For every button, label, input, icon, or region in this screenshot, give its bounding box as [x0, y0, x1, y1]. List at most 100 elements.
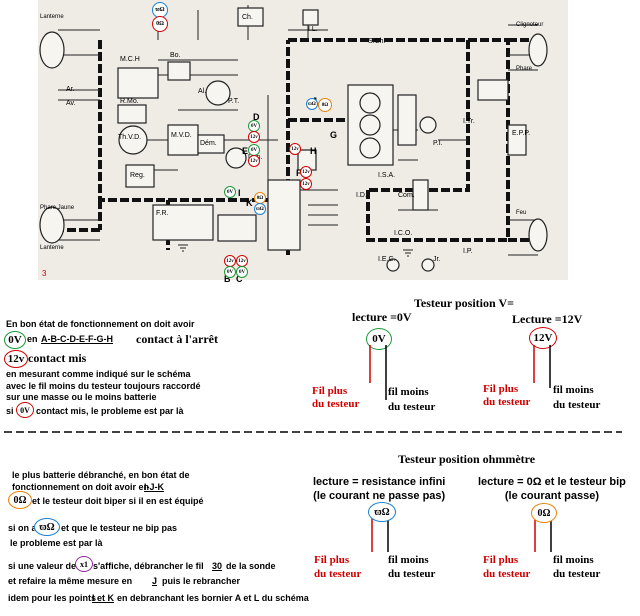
svg-text:3: 3: [42, 269, 47, 278]
component-label: Phare Jaune: [40, 205, 75, 211]
instr-line-6: sur une masse ou le moins batterie: [6, 392, 157, 402]
point-h: H: [310, 146, 317, 156]
ohm-inf-badge: ϖΩ: [34, 518, 60, 536]
fil-number: 30: [212, 561, 223, 571]
fil-plus-right-v: Fil plus du testeur: [483, 383, 531, 408]
points-list: A-B-C-D-E-F-G-H: [41, 334, 113, 344]
marker-green-0v: 0V: [224, 266, 236, 278]
instr-line-4: en mesurant comme indiqué sur le schéma: [6, 369, 191, 379]
ohm-instr-line-6-prefix: si une valeur de: [8, 561, 77, 571]
point-d: D: [253, 112, 260, 122]
component-label: P.T.: [228, 98, 240, 105]
ohm-instr-line-7-prefix: et refaire la même mesure en: [8, 576, 133, 586]
point-c: C: [236, 274, 243, 284]
meter-0v: 0V: [366, 328, 392, 350]
component-label: I.P.: [463, 248, 473, 255]
point-f: F: [296, 168, 302, 178]
ohm-instr-line-7-suffix: puis le rebrancher: [162, 576, 241, 586]
ohm-instr-line-5: le probleme est par là: [10, 538, 103, 548]
contact-mis-label: contact mis: [28, 351, 87, 365]
schematic-drawing: 3: [39, 5, 548, 278]
meter-ohm0: 0Ω: [531, 503, 557, 523]
component-label: Ar.: [66, 86, 75, 93]
instr-line-2-suffix: contact à l'arrêt: [136, 332, 218, 346]
x1-badge: x1: [75, 556, 93, 572]
marker-green-0v: 0V: [224, 186, 236, 198]
component-label: P.I.: [433, 140, 443, 147]
component-label: Th.V.D.: [118, 134, 142, 141]
ohm-instr-line-6-mid: s'affiche, débrancher le fil: [93, 561, 204, 571]
component-label: R.Mo.: [120, 98, 139, 105]
marker-blue-ohm-inf: ϖΩ: [254, 203, 266, 215]
wiring-schematic: 3 M.C.H Bo. Al. P.T. R.Mo. Th.V.D. M.V.D…: [38, 0, 568, 284]
lecture-0v: lecture =0V: [352, 310, 412, 324]
instr-line-5: avec le fil moins du testeur toujours ra…: [6, 381, 201, 391]
point-k: K: [246, 198, 253, 208]
component-label: M.V.D.: [171, 132, 192, 139]
voltmeter-title: Testeur position V=: [414, 296, 514, 310]
lecture-zero: lecture = 0Ω et le testeur bip (le coura…: [478, 476, 626, 502]
component-label: Feu: [516, 210, 527, 216]
ohm-instr-line-6-suffix: de la sonde: [226, 561, 276, 571]
meter-ohm-inf: ϖΩ: [368, 502, 396, 522]
ohm-instr-line-8-suffix: en debranchant les bornier A et L du sch…: [117, 593, 309, 603]
instr-line-2-prefix: en: [27, 334, 38, 344]
component-label: M.C.H: [120, 56, 140, 63]
point-g: G: [330, 130, 338, 140]
zero-v-badge: 0V: [4, 331, 26, 349]
point-i: I: [238, 188, 241, 198]
ohm0-badge: 0Ω: [8, 491, 32, 509]
component-label: E.P.P.: [512, 130, 531, 137]
component-label: Jr.: [433, 256, 441, 263]
component-label: Com.: [398, 192, 415, 199]
marker-green-0v: 0V: [236, 266, 248, 278]
component-label: Dém.: [200, 140, 217, 147]
meter-12v: 12V: [529, 327, 557, 349]
component-label: Lanterne: [40, 14, 64, 20]
points-ik-ref: I et K: [92, 593, 115, 603]
point-b: B: [224, 274, 231, 284]
marker-red-12v: 0Ω: [152, 16, 168, 32]
ohm-instr-line-4: et que le testeur ne bip pas: [61, 523, 178, 533]
ohm-si-on-a: si on a: [8, 523, 37, 533]
fil-moins-left-ohm: fil moins du testeur: [388, 554, 436, 580]
instr-si: si: [6, 406, 14, 416]
fil-plus-left-ohm: Fil plus du testeur: [314, 554, 362, 580]
component-label: Ch.: [242, 14, 253, 21]
fil-plus-right-ohm: Fil plus du testeur: [483, 554, 531, 580]
fil-moins-right-v: fil moins du testeur: [553, 384, 601, 411]
ohm-instr-line-1: le plus batterie débranché, en bon état …: [12, 470, 190, 480]
ohmmeter-title: Testeur position ohmmètre: [398, 452, 536, 466]
fil-moins-right-ohm: fil moins du testeur: [553, 554, 601, 580]
zero-v-badge-red: 0V: [16, 402, 34, 418]
component-label: S.Ch.: [368, 38, 386, 45]
lecture-12v: Lecture =12V: [512, 312, 583, 326]
marker-orange-ohm0: 0Ω: [318, 98, 332, 112]
component-label: I.E.C.: [378, 256, 396, 263]
ohm-points-ijk: I-J-K: [144, 482, 164, 492]
ohm-instr-line-3: et le testeur doit biper si il en est éq…: [32, 496, 204, 506]
instr-line-1: En bon état de fonctionnement on doit av…: [6, 319, 195, 329]
component-label: I.C.O.: [394, 230, 413, 237]
component-label: I.S.A.: [378, 172, 396, 179]
component-label: F.R.: [156, 210, 169, 217]
component-label: Lanterne: [40, 245, 64, 251]
fil-plus-left-v: Fil plus du testeur: [312, 385, 360, 410]
instr-line-7: contact mis, le probleme est par là: [36, 406, 184, 416]
fil-moins-left-v: fil moins du testeur: [388, 386, 436, 413]
component-label: Reg.: [130, 172, 145, 179]
component-label: Av.: [66, 100, 76, 107]
marker-red-12v: 12v: [248, 155, 260, 167]
component-label: Clignoteur: [516, 22, 544, 28]
component-label: Al.: [198, 88, 207, 95]
marker-red-12v: 12v: [300, 178, 312, 190]
point-j-ref: J: [152, 576, 158, 586]
component-label: I.D.: [356, 192, 367, 199]
marker-blue-ohm-inf: ϖΩ: [306, 98, 318, 110]
component-label: Phare: [516, 66, 533, 72]
component-label: I.L.: [308, 26, 318, 33]
twelve-v-badge: 12v: [4, 350, 28, 368]
ohm-instr-line-2: fonctionnement on doit avoir en: [12, 482, 149, 492]
component-label: I.Tr.: [463, 118, 475, 125]
